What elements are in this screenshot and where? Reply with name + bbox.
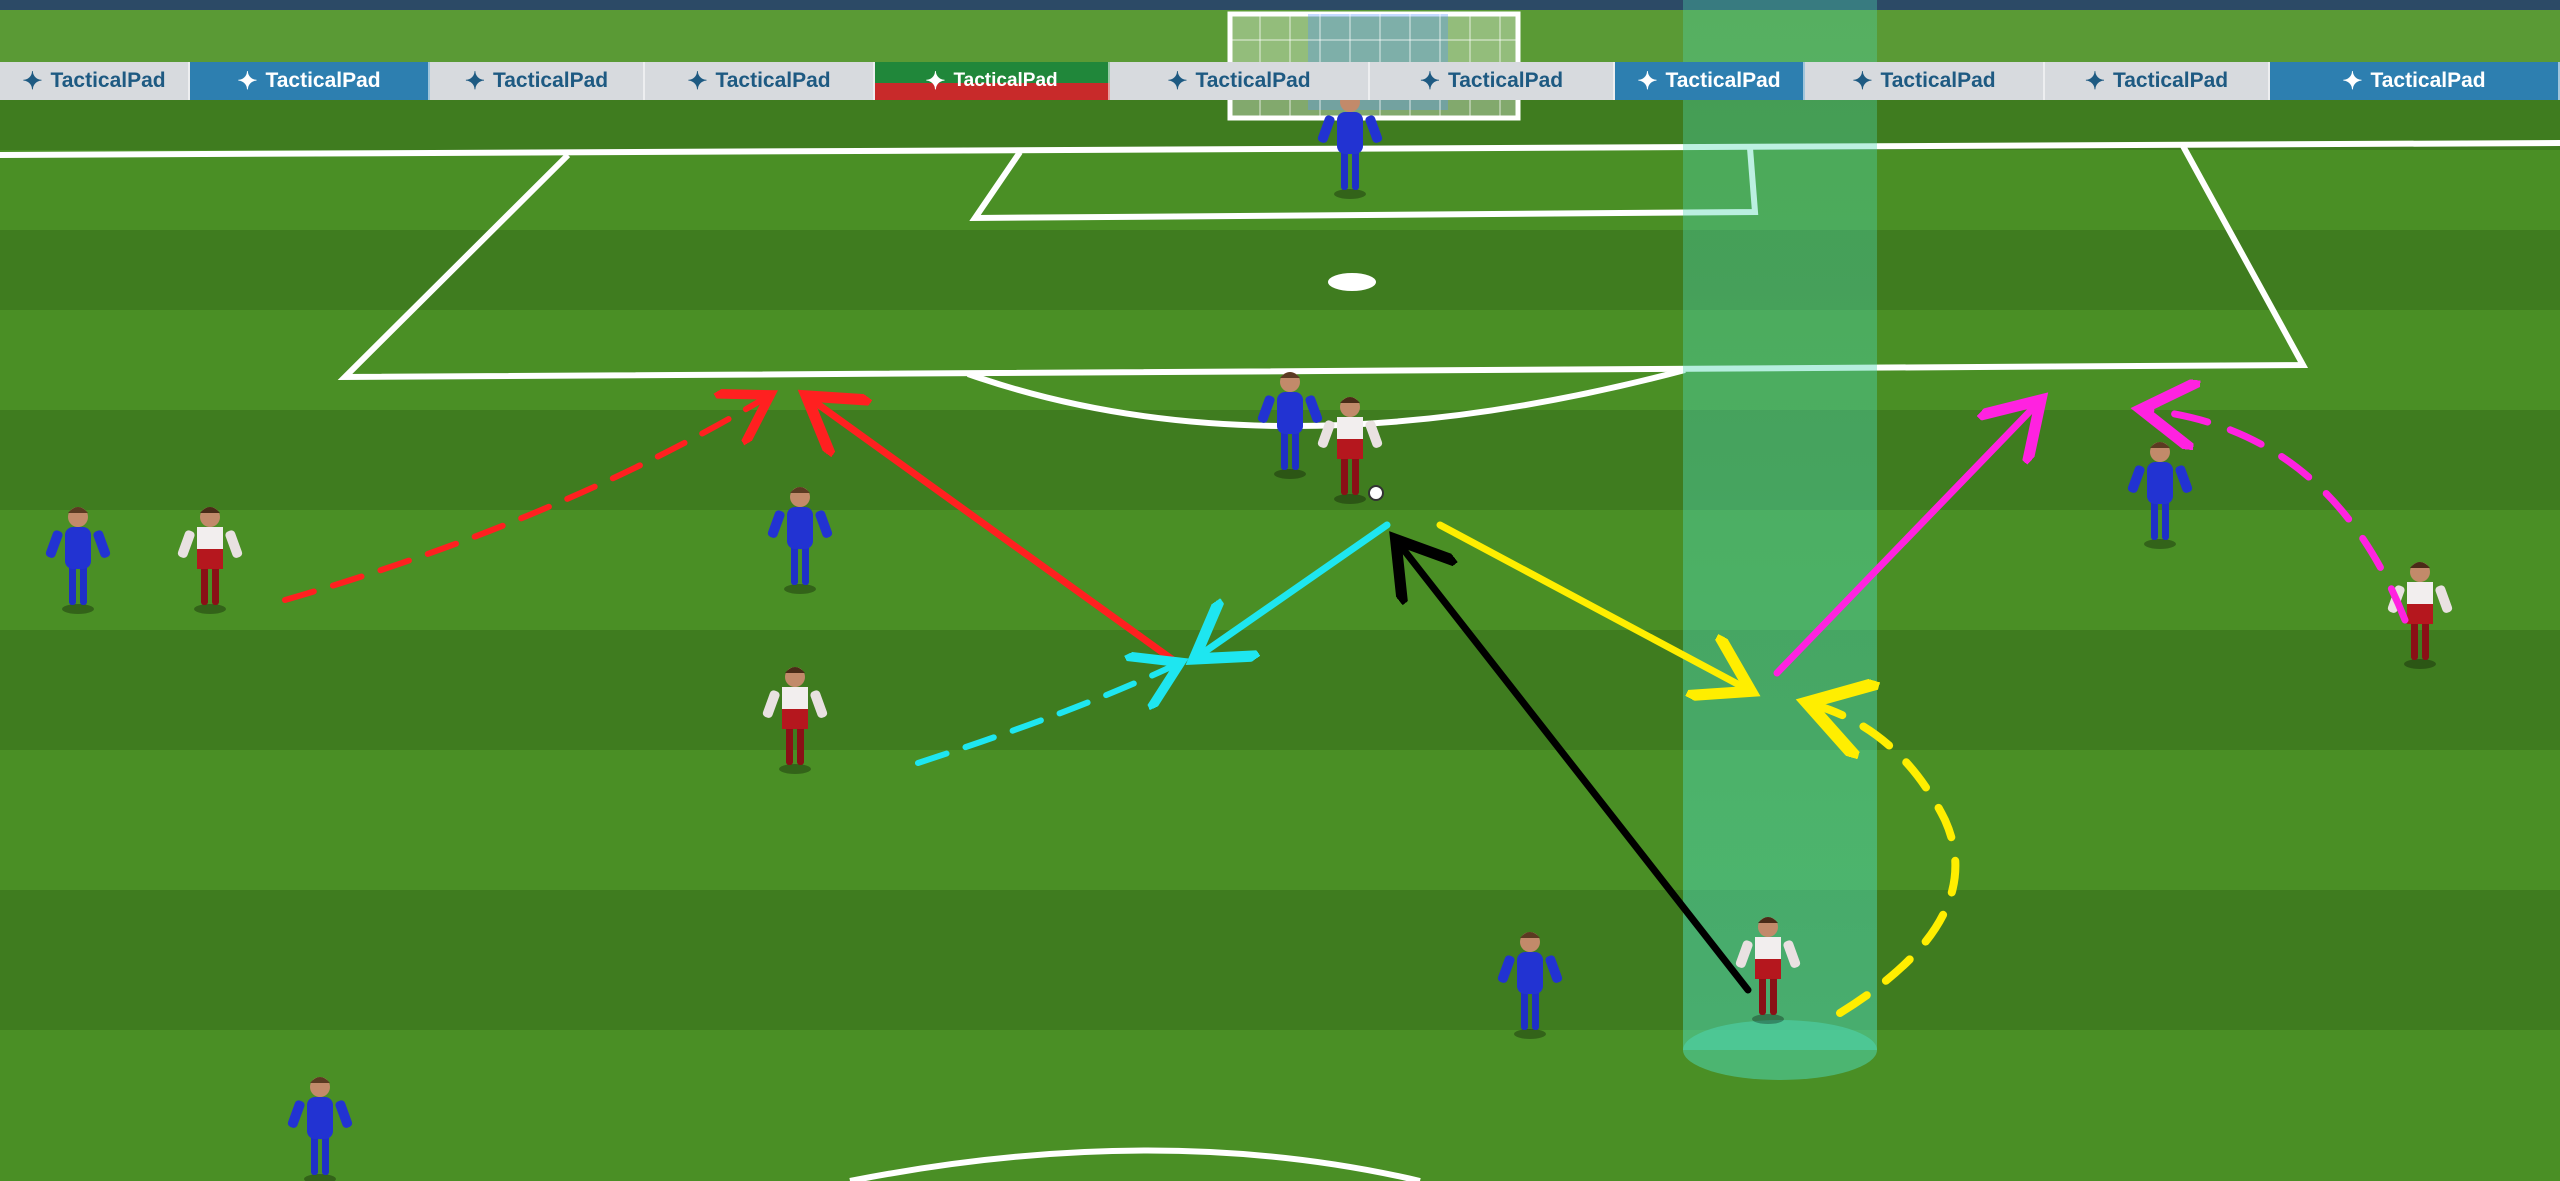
ad-board-10: ✦ TacticalPad	[2045, 62, 2270, 100]
tacticalpad-logo-icon: ✦	[1167, 67, 1187, 96]
ad-board-text: TacticalPad	[493, 69, 608, 93]
ad-board-6: ✦ TacticalPad	[1110, 62, 1370, 100]
penalty-spot	[1328, 273, 1376, 291]
ad-board-11: ✦ TacticalPad	[2270, 62, 2560, 100]
tacticalpad-logo-icon: ✦	[1852, 67, 1872, 96]
ad-board-text: TacticalPad	[1195, 69, 1310, 93]
ad-board-text: TacticalPad	[2113, 69, 2228, 93]
ad-board-2: ✦ TacticalPad	[190, 62, 430, 100]
ad-board-8: ✦ TacticalPad	[1615, 62, 1805, 100]
ad-board-4: ✦ TacticalPad	[645, 62, 875, 100]
tacticalpad-logo-icon: ✦	[2085, 67, 2105, 96]
stadium-edge	[0, 0, 2560, 10]
ad-board-text: TacticalPad	[50, 69, 165, 93]
ad-board-text: TacticalPad	[2370, 69, 2485, 93]
tacticalpad-logo-icon: ✦	[1420, 67, 1440, 96]
ad-board-text: TacticalPad	[1448, 69, 1563, 93]
player-spotlight	[1683, 0, 1877, 1080]
ball	[1369, 486, 1383, 500]
tacticalpad-logo-icon: ✦	[687, 67, 707, 96]
tacticalpad-logo-icon: ✦	[465, 67, 485, 96]
ad-board-text: TacticalPad	[715, 69, 830, 93]
ad-board-7: ✦ TacticalPad	[1370, 62, 1615, 100]
tacticalpad-logo-icon: ✦	[2342, 67, 2362, 96]
ad-board-3: ✦ TacticalPad	[430, 62, 645, 100]
ad-board-9: ✦ TacticalPad	[1805, 62, 2045, 100]
ad-board-text: TacticalPad	[953, 70, 1057, 92]
ad-board-5: ✦ TacticalPad	[875, 62, 1110, 100]
advertising-boards: ✦ TacticalPad ✦ TacticalPad ✦ TacticalPad ✦ Tac…	[0, 62, 2560, 100]
ad-board-text: TacticalPad	[1665, 69, 1780, 93]
ad-board-1: ✦ TacticalPad	[0, 62, 190, 100]
tacticalpad-logo-icon: ✦	[1637, 67, 1657, 96]
tacticalpad-logo-icon: ✦	[22, 67, 42, 96]
ad-board-text: TacticalPad	[1880, 69, 1995, 93]
pitch	[0, 100, 2560, 1181]
tacticalpad-logo-icon: ✦	[237, 67, 257, 96]
ad-board-text: TacticalPad	[265, 69, 380, 93]
tacticalpad-logo-icon: ✦	[925, 67, 945, 96]
